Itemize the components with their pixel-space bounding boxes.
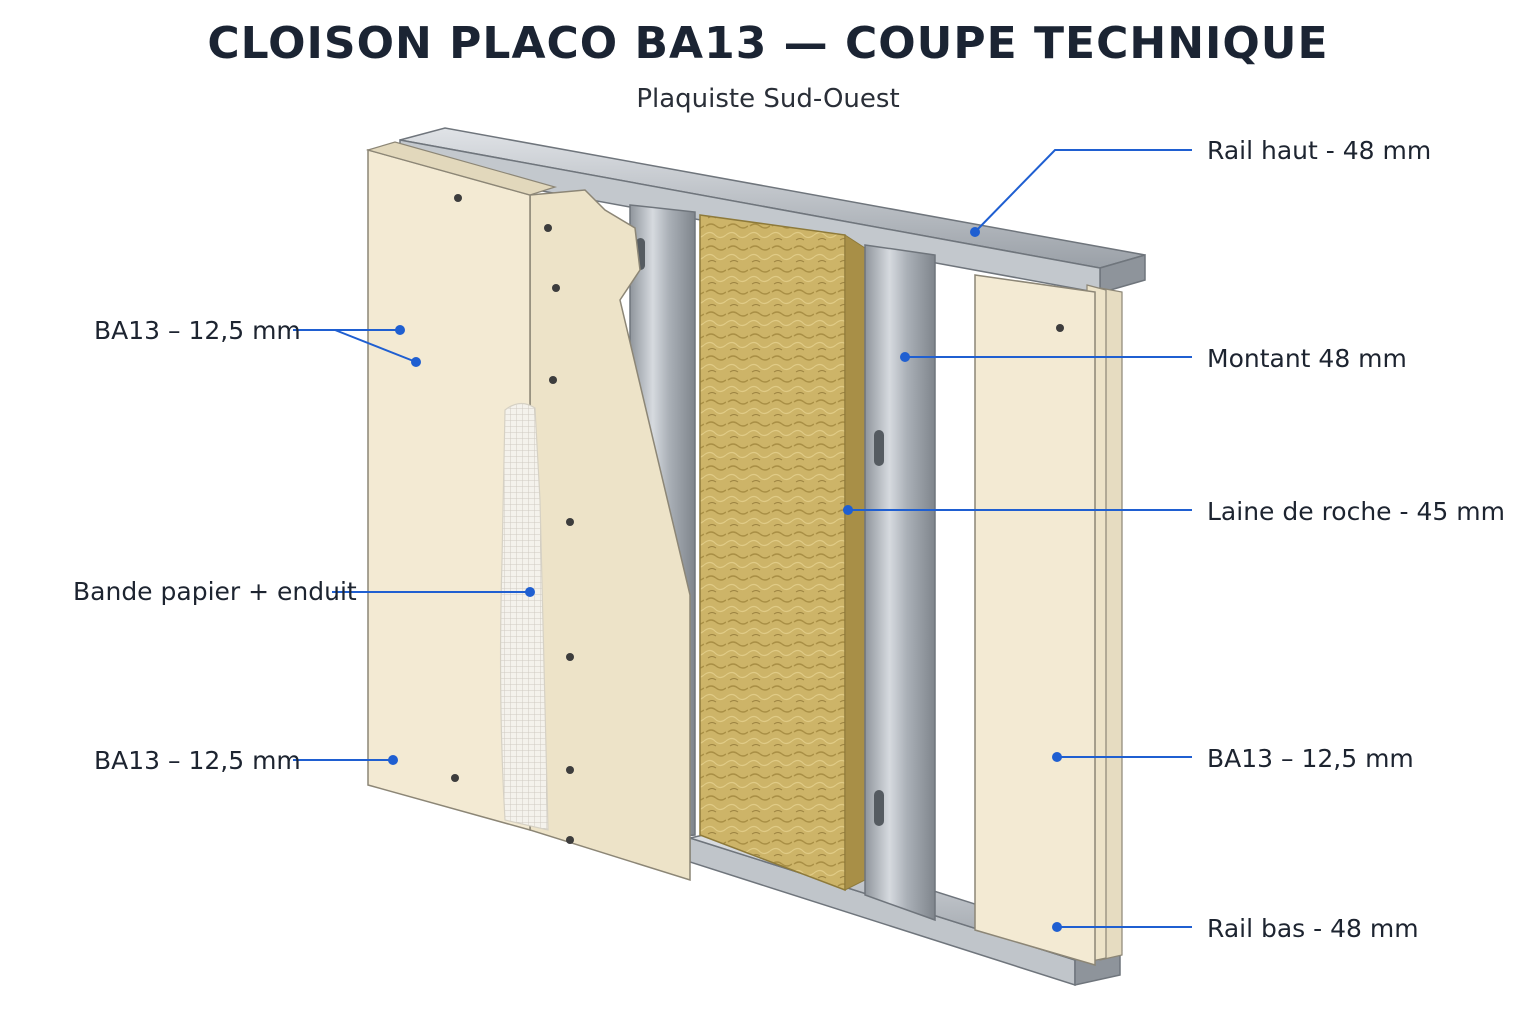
stud-hole-icon [874,790,884,826]
screw-icon [549,376,557,384]
screw-icon [566,518,574,526]
front-plasterboard-left [365,141,691,882]
screw-icon [566,766,574,774]
callout-leaders [293,149,1192,932]
screw-icon [1056,324,1064,332]
screw-icon [454,194,462,202]
screw-icon [552,284,560,292]
label-ba13-left-top: BA13 – 12,5 mm [94,316,301,345]
label-laine-de-roche: Laine de roche - 45 mm [1207,497,1505,526]
label-ba13-left-bottom: BA13 – 12,5 mm [94,746,301,775]
right-plasterboard [974,274,1123,966]
label-bande-papier: Bande papier + enduit [73,577,357,606]
diagram-title: CLOISON PLACO BA13 — COUPE TECHNIQUE [207,18,1329,69]
screw-icon [544,224,552,232]
screw-icon [566,836,574,844]
label-montant: Montant 48 mm [1207,344,1407,373]
label-rail-haut: Rail haut - 48 mm [1207,136,1431,165]
joint-tape [499,402,549,831]
label-rail-bas: Rail bas - 48 mm [1207,914,1419,943]
stud-hole-icon [874,430,884,466]
montant-stud [864,244,936,922]
label-ba13-right: BA13 – 12,5 mm [1207,744,1414,773]
diagram-subtitle: Plaquiste Sud-Ouest [636,84,900,114]
screw-icon [566,653,574,661]
rock-wool-insulation [699,214,866,892]
screw-icon [451,774,459,782]
